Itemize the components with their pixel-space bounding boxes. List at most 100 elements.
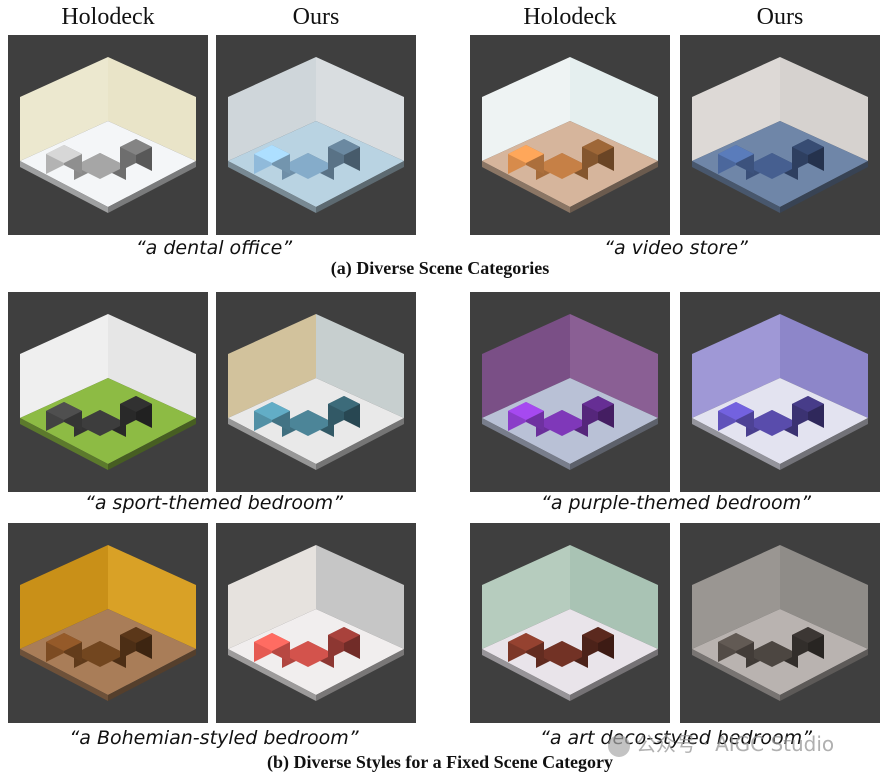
- room-left-wall: [692, 57, 780, 161]
- render-artdeco-ours: [680, 523, 880, 723]
- furniture-top-1: [254, 402, 290, 420]
- furniture-top-0: [746, 153, 798, 179]
- render-dental-ours: [216, 35, 416, 235]
- furniture-top-0: [282, 153, 334, 179]
- room-left-wall: [482, 314, 570, 418]
- floor-edge-left: [482, 161, 570, 213]
- room-left-wall: [692, 545, 780, 649]
- room-left-wall: [482, 57, 570, 161]
- furniture-top-0: [74, 410, 126, 436]
- floor-edge-right: [780, 649, 868, 701]
- furniture-top-1: [508, 633, 544, 651]
- floor-edge-left: [228, 161, 316, 213]
- room-left-wall: [20, 57, 108, 161]
- furniture-top-1: [46, 402, 82, 420]
- furniture-top-2: [120, 139, 152, 155]
- wechat-logo-icon: [608, 734, 630, 757]
- furniture-top-0: [282, 410, 334, 436]
- room-back-wall: [108, 545, 196, 649]
- floor-edge-right: [316, 161, 404, 213]
- furniture-top-0: [282, 641, 334, 667]
- furniture-top-1: [718, 145, 754, 163]
- render-bohemian-holodeck: [8, 523, 208, 723]
- room-left-wall: [228, 314, 316, 418]
- furniture-top-2: [792, 396, 824, 412]
- floor-edge-right: [780, 161, 868, 213]
- furniture-top-0: [536, 410, 588, 436]
- floor-edge-left: [20, 649, 108, 701]
- subtitle-b: (b) Diverse Styles for a Fixed Scene Cat…: [266, 752, 614, 772]
- furniture-top-2: [328, 139, 360, 155]
- room-back-wall: [570, 57, 658, 161]
- caption-sport-bedroom: “a sport-themed bedroom”: [85, 492, 343, 514]
- render-purple-holodeck: [470, 292, 670, 492]
- furniture-top-1: [254, 633, 290, 651]
- furniture-top-2: [120, 396, 152, 412]
- furniture-top-2: [792, 139, 824, 155]
- header-ours-right: Ours: [756, 4, 804, 30]
- floor-edge-left: [20, 418, 108, 470]
- room-back-wall: [780, 314, 868, 418]
- furniture-top-0: [536, 641, 588, 667]
- caption-dental-office: “a dental office”: [135, 237, 293, 259]
- header-holodeck-right: Holodeck: [523, 4, 617, 30]
- furniture-top-0: [74, 641, 126, 667]
- floor-edge-right: [780, 418, 868, 470]
- room-back-wall: [780, 545, 868, 649]
- floor-edge-right: [570, 161, 658, 213]
- caption-purple-bedroom: “a purple-themed bedroom”: [540, 492, 812, 514]
- caption-bohemian-bedroom: “a Bohemian-styled bedroom”: [69, 727, 359, 749]
- furniture-top-1: [508, 402, 544, 420]
- room-left-wall: [20, 545, 108, 649]
- floor-edge-right: [108, 418, 196, 470]
- furniture-top-0: [536, 153, 588, 179]
- floor-edge-left: [482, 418, 570, 470]
- floor-edge-right: [570, 649, 658, 701]
- floor-edge-right: [316, 649, 404, 701]
- furniture-top-1: [508, 145, 544, 163]
- furniture-top-1: [46, 633, 82, 651]
- render-video-holodeck: [470, 35, 670, 235]
- furniture-top-0: [746, 641, 798, 667]
- room-back-wall: [108, 57, 196, 161]
- floor-edge-right: [316, 418, 404, 470]
- render-video-ours: [680, 35, 880, 235]
- floor-edge-left: [692, 418, 780, 470]
- caption-artdeco-bedroom: “a art deco-styled bedroom”: [539, 727, 813, 749]
- header-ours-left: Ours: [292, 4, 340, 30]
- header-holodeck-left: Holodeck: [61, 4, 155, 30]
- furniture-top-2: [792, 627, 824, 643]
- furniture-top-1: [254, 145, 290, 163]
- render-sport-holodeck: [8, 292, 208, 492]
- room-left-wall: [482, 545, 570, 649]
- room-back-wall: [570, 545, 658, 649]
- furniture-top-2: [582, 396, 614, 412]
- floor-edge-right: [108, 649, 196, 701]
- room-left-wall: [228, 57, 316, 161]
- floor-edge-left: [228, 418, 316, 470]
- render-dental-holodeck: [8, 35, 208, 235]
- furniture-top-2: [328, 396, 360, 412]
- floor-edge-right: [570, 418, 658, 470]
- furniture-top-2: [328, 627, 360, 643]
- furniture-top-2: [582, 627, 614, 643]
- furniture-top-0: [74, 153, 126, 179]
- floor-edge-left: [692, 649, 780, 701]
- room-back-wall: [316, 545, 404, 649]
- subtitle-a: (a) Diverse Scene Categories: [330, 258, 550, 278]
- room-left-wall: [228, 545, 316, 649]
- caption-video-store: “a video store”: [604, 237, 748, 259]
- furniture-top-2: [120, 627, 152, 643]
- render-artdeco-holodeck: [470, 523, 670, 723]
- floor-edge-left: [482, 649, 570, 701]
- room-left-wall: [20, 314, 108, 418]
- floor-edge-left: [692, 161, 780, 213]
- room-back-wall: [316, 314, 404, 418]
- floor-edge-left: [228, 649, 316, 701]
- room-back-wall: [108, 314, 196, 418]
- furniture-top-0: [746, 410, 798, 436]
- watermark: 公众号 · AIGC Studio: [608, 728, 834, 757]
- furniture-top-1: [46, 145, 82, 163]
- furniture-top-2: [582, 139, 614, 155]
- furniture-top-1: [718, 402, 754, 420]
